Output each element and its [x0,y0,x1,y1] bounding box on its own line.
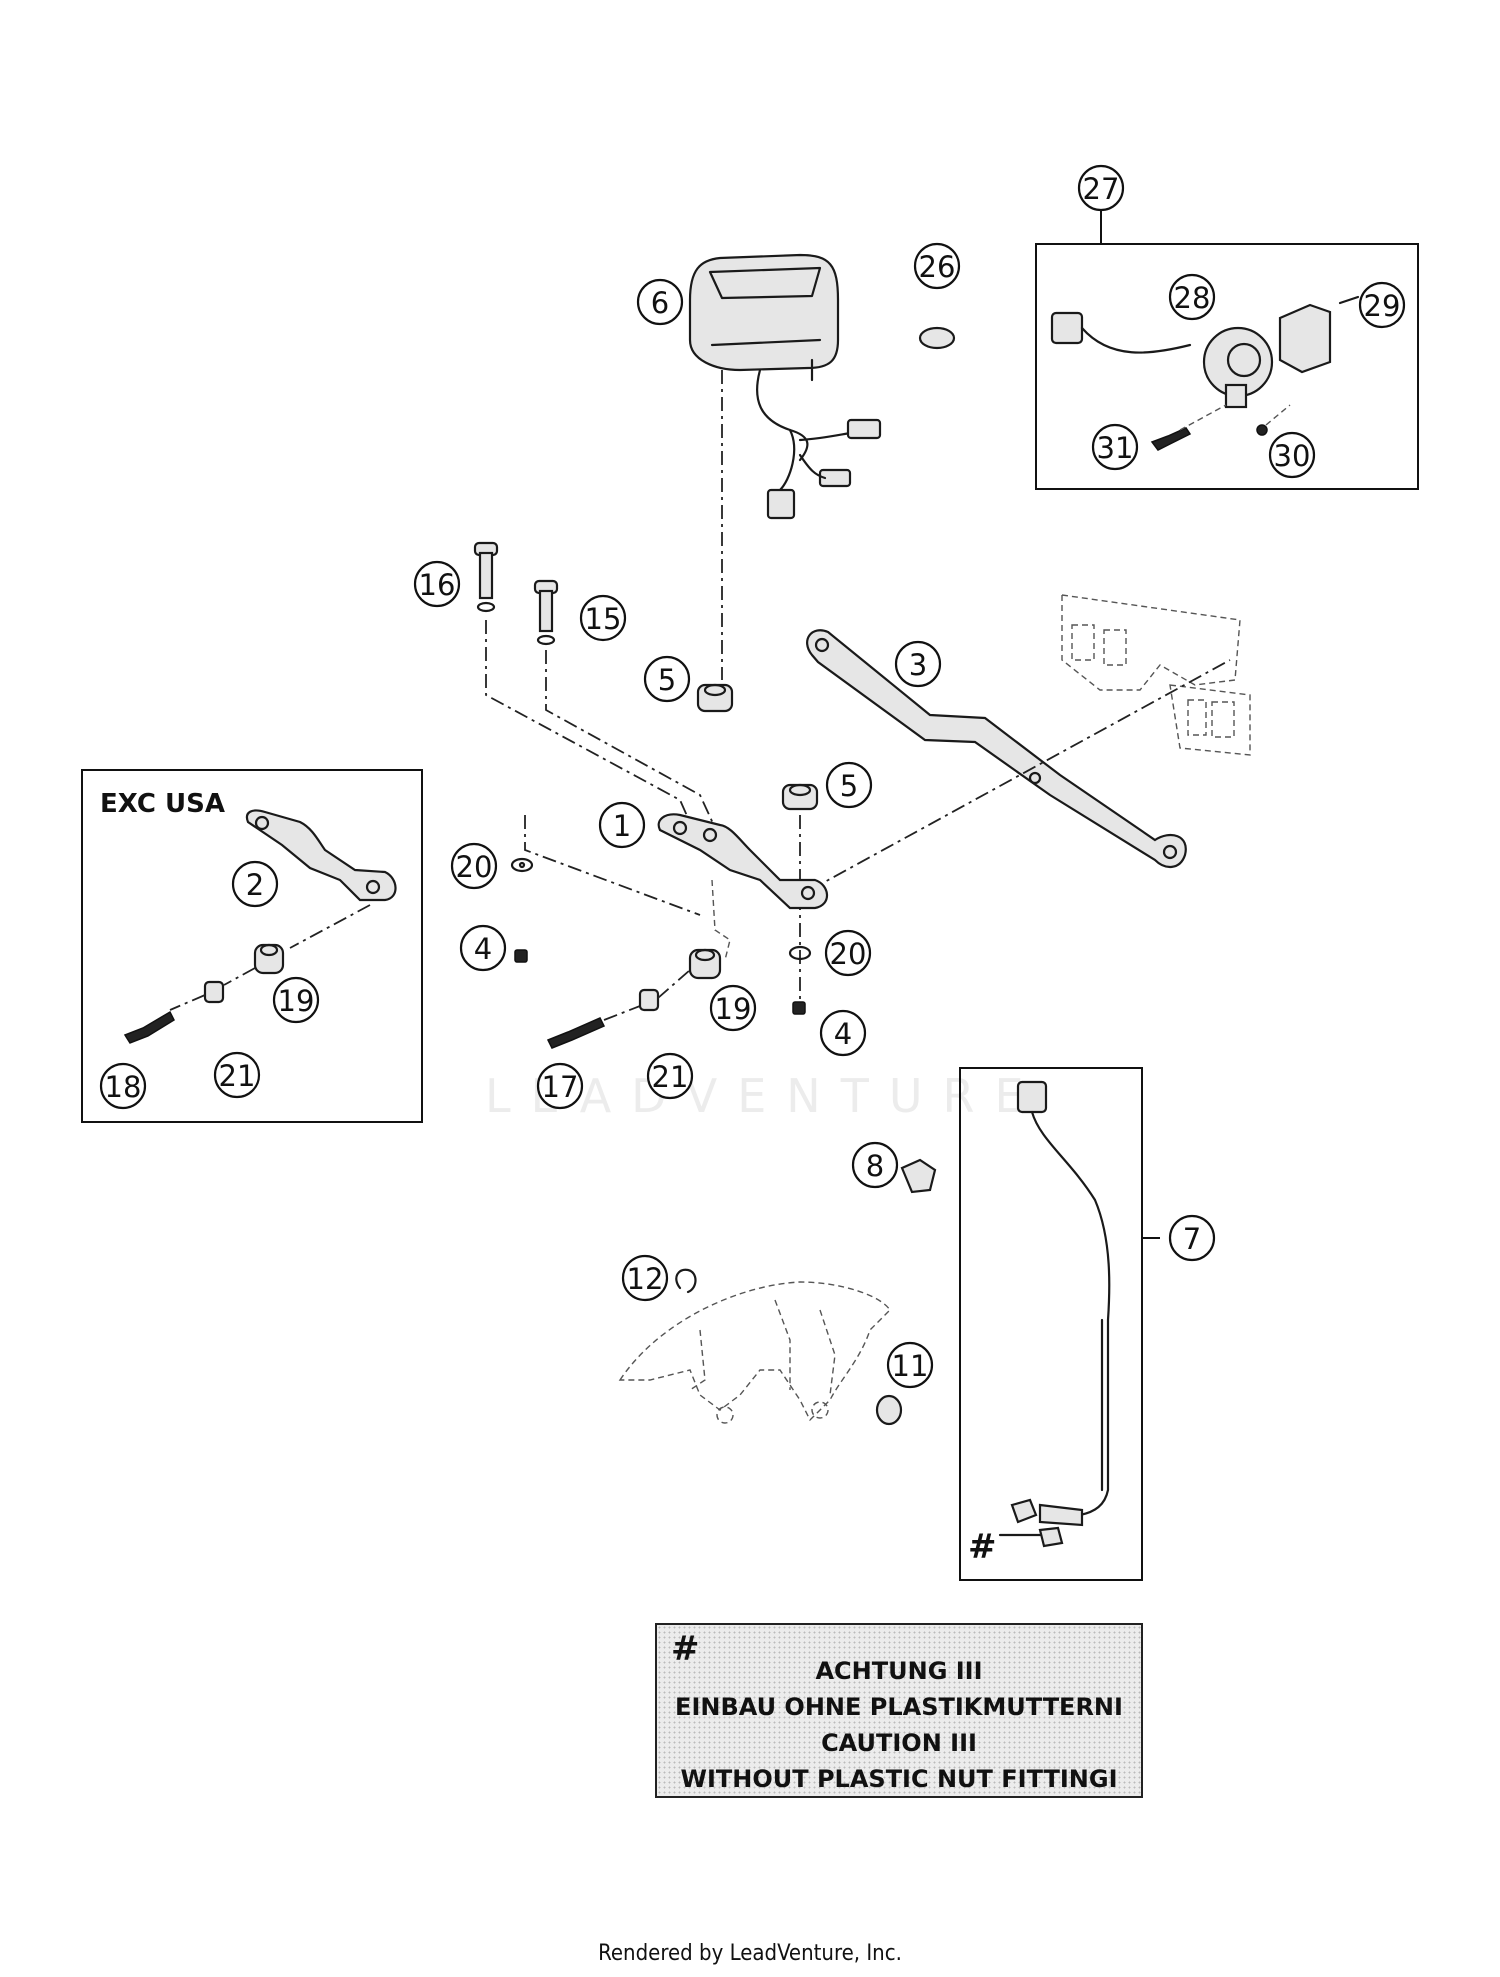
bolt-set-center [546,948,722,1049]
grommet-5-lower [781,783,819,811]
caution-note: # ACHTUNG III EINBAU OHNE PLASTIKMUTTERN… [655,1623,1143,1798]
svg-text:28: 28 [1174,281,1211,315]
svg-text:11: 11 [892,1349,929,1383]
svg-text:4: 4 [834,1017,852,1051]
svg-text:7: 7 [1183,1222,1201,1256]
callouts: 1 2 3 4 4 5 5 6 7 8 11 12 15 16 17 18 19… [99,164,1406,1389]
callout-28: 28 [1168,273,1216,321]
callout-18: 18 [99,1062,147,1110]
pins-15-16 [473,541,723,846]
callout-4b: 4 [819,1009,867,1057]
sensor-kit-box [1035,210,1419,490]
caution-line-3: CAUTION III [821,1729,977,1757]
svg-text:12: 12 [627,1262,664,1296]
svg-text:26: 26 [919,250,956,284]
washer-20-a [510,857,534,873]
callout-20b: 20 [824,929,872,977]
caution-line-4: WITHOUT PLASTIC NUT FITTINGI [680,1765,1118,1793]
caution-line-2: EINBAU OHNE PLASTIKMUTTERNI [675,1693,1123,1721]
hash-marker: # [968,1527,997,1567]
caution-line-1: ACHTUNG III [815,1657,983,1685]
nut-4-a [514,949,528,963]
svg-text:20: 20 [456,850,493,884]
callout-6: 6 [636,278,684,326]
callout-3: 3 [894,640,942,688]
grommet-5-upper [696,683,734,713]
svg-text:21: 21 [652,1060,689,1094]
nut-4-b [792,1001,806,1015]
callout-11: 11 [886,1341,934,1389]
svg-text:30: 30 [1274,439,1311,473]
callout-5b: 5 [825,761,873,809]
callout-4a: 4 [459,924,507,972]
svg-text:8: 8 [866,1149,884,1183]
holder-1 [657,813,829,910]
callout-31: 31 [1091,423,1139,471]
svg-text:31: 31 [1097,431,1134,465]
svg-text:18: 18 [105,1070,142,1104]
ghost-plate [1061,594,1251,756]
callout-30: 30 [1268,431,1316,479]
callout-7: 7 [1168,1214,1216,1262]
clip-8 [900,1158,937,1194]
svg-text:6: 6 [651,286,669,320]
svg-text:21: 21 [219,1059,256,1093]
callout-19a: 19 [272,976,320,1024]
sensor-cable-box [959,1067,1160,1581]
svg-text:20: 20 [830,937,867,971]
svg-text:5: 5 [840,769,858,803]
svg-text:4: 4 [474,932,492,966]
svg-text:1: 1 [613,809,631,843]
callout-8: 8 [851,1141,899,1189]
svg-text:19: 19 [278,984,315,1018]
washer-20-b [788,945,812,961]
exc-usa-box: EXC USA [81,769,423,1123]
callout-20a: 20 [450,842,498,890]
display-unit [688,253,882,680]
callout-5a: 5 [643,655,691,703]
callout-19b: 19 [709,984,757,1032]
svg-text:27: 27 [1083,172,1120,206]
svg-text:3: 3 [909,648,927,682]
caution-hash-marker: # [671,1629,700,1669]
callout-16: 16 [413,560,461,608]
callout-21b: 21 [646,1052,694,1100]
callout-2: 2 [231,860,279,908]
svg-text:16: 16 [419,568,456,602]
callout-1: 1 [598,801,646,849]
callout-27: 27 [1077,164,1125,212]
bracket-3 [806,629,1187,868]
ring-12 [675,1268,697,1294]
svg-text:2: 2 [246,868,264,902]
svg-text:5: 5 [658,663,676,697]
svg-text:17: 17 [542,1070,579,1104]
svg-text:19: 19 [715,992,752,1026]
ghost-fork [618,1281,891,1424]
svg-text:29: 29 [1364,289,1401,323]
exc-usa-label: EXC USA [100,789,225,819]
callout-21a: 21 [213,1051,261,1099]
svg-text:15: 15 [585,602,622,636]
callout-17: 17 [536,1062,584,1110]
grommet-11 [875,1394,903,1426]
footer-credit: Rendered by LeadVenture, Inc. [598,1941,902,1966]
grommet-26 [918,326,956,350]
callout-26: 26 [913,242,961,290]
callout-12: 12 [621,1254,669,1302]
callout-29: 29 [1358,281,1406,329]
callout-15: 15 [579,594,627,642]
